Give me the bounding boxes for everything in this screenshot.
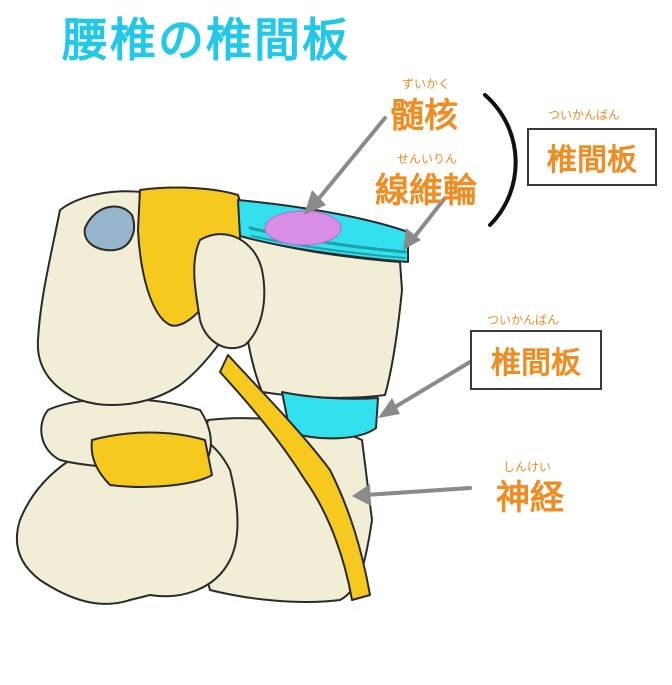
arrow-annulus <box>410 196 447 242</box>
arrow-disc-mid-head <box>378 398 400 418</box>
label-nucleus: 髄核 <box>390 96 458 136</box>
furigana-nerve: しんけい <box>503 460 552 474</box>
lower-ligament <box>90 431 213 488</box>
furigana-disc-mid: ついかんばん <box>487 313 560 327</box>
label-disc-top: 椎間板 <box>527 128 657 186</box>
top-disc-ring-2 <box>251 235 406 259</box>
arrow-nucleus <box>314 116 387 204</box>
arrow-annulus-head <box>403 228 421 250</box>
furigana-nucleus: ずいかく <box>402 77 451 91</box>
diagram-title: 腰椎の椎間板 <box>62 13 350 67</box>
label-nerve: 神経 <box>496 478 564 518</box>
arrow-nerve-head <box>352 484 371 506</box>
arrow-nucleus-head <box>304 190 326 215</box>
furigana-disc-top: ついかんばん <box>548 108 621 122</box>
nucleus-shape <box>264 210 342 246</box>
upper-facet <box>193 233 266 350</box>
nerve-shape <box>219 354 371 601</box>
label-disc-mid: 椎間板 <box>470 330 602 390</box>
middle-disc <box>281 391 379 440</box>
facet-hole <box>83 205 135 252</box>
label-annulus: 線維輪 <box>375 171 477 211</box>
bracket <box>483 93 518 227</box>
arrow-disc-mid <box>388 360 472 412</box>
furigana-annulus: せんいりん <box>397 152 458 166</box>
arrow-nerve <box>363 486 472 497</box>
